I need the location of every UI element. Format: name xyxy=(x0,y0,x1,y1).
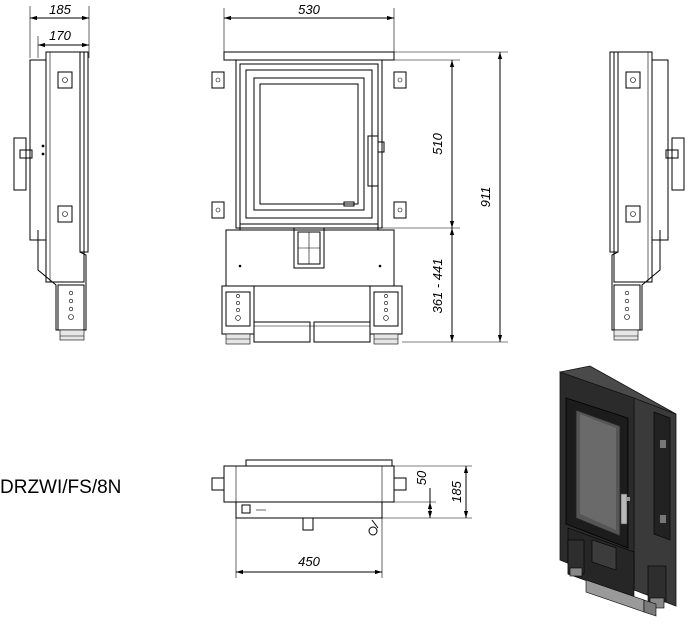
dim-label-50: 50 xyxy=(414,470,429,485)
dim-label-170: 170 xyxy=(49,28,71,43)
drawing-title: DRZWI/FS/8N xyxy=(0,477,121,498)
dim-label-top-185: 185 xyxy=(449,480,464,502)
dimension-top-depth-total: 185 xyxy=(449,466,469,518)
dim-label-361-441: 361 - 441 xyxy=(430,259,445,314)
dimension-top-width: 450 xyxy=(236,554,382,575)
dim-label-911: 911 xyxy=(478,187,493,208)
side-view-right xyxy=(609,51,685,341)
dim-label-510: 510 xyxy=(430,132,445,154)
dimension-side-depth-total: 185 xyxy=(30,2,89,21)
dimension-top-depth-small: 50 xyxy=(414,470,433,518)
dim-label-530: 530 xyxy=(298,2,320,17)
side-view-left: 185 170 xyxy=(13,2,90,341)
dimension-door-height: 510 xyxy=(430,60,455,228)
top-view: 50 185 450 xyxy=(211,459,472,578)
front-view: 530 xyxy=(211,2,508,345)
dimension-leg-range: 361 - 441 xyxy=(430,228,455,342)
dimension-side-depth-inner: 170 xyxy=(38,28,89,48)
dimension-front-width: 530 xyxy=(224,2,394,21)
dim-label-185: 185 xyxy=(49,2,71,17)
dim-label-450: 450 xyxy=(298,554,320,569)
dimension-total-height: 911 xyxy=(478,52,503,342)
product-3d-render xyxy=(559,365,677,617)
